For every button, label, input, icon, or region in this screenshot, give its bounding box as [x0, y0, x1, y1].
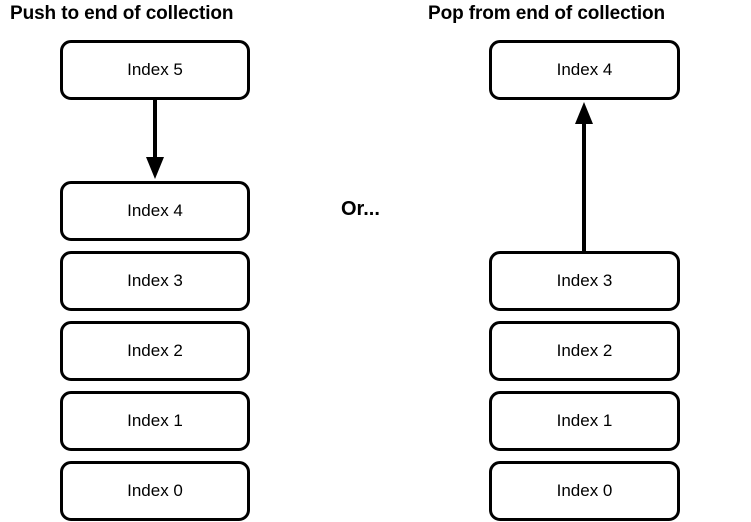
or-separator-label: Or...	[341, 198, 380, 220]
push-box-index-5-label: Index 5	[127, 60, 183, 79]
pop-box-index-3: Index 3	[489, 251, 680, 311]
pop-up-arrow	[575, 102, 593, 251]
pop-box-index-1-label: Index 1	[556, 411, 613, 430]
pop-box-index-3-label: Index 3	[556, 271, 613, 290]
pop-box-index-2: Index 2	[489, 321, 680, 381]
pop-box-index-0: Index 0	[489, 461, 680, 521]
pop-panel-heading: Pop from end of collection	[428, 3, 666, 24]
pop-box-index-1: Index 1	[489, 391, 680, 451]
push-box-index-1: Index 1	[60, 391, 250, 451]
push-box-index-5: Index 5	[60, 40, 250, 100]
push-box-index-4-label: Index 4	[127, 201, 183, 220]
push-panel-heading: Push to end of collection	[10, 3, 234, 24]
push-box-index-2: Index 2	[60, 321, 250, 381]
push-box-index-0: Index 0	[60, 461, 250, 521]
push-box-index-0-label: Index 0	[127, 481, 183, 500]
pop-box-index-4-label: Index 4	[556, 60, 613, 79]
pop-box-index-0-label: Index 0	[556, 481, 613, 500]
push-box-index-3-label: Index 3	[127, 271, 183, 290]
push-box-index-3: Index 3	[60, 251, 250, 311]
pop-box-index-2-label: Index 2	[556, 341, 613, 360]
push-down-arrow	[146, 100, 164, 179]
push-box-index-2-label: Index 2	[127, 341, 183, 360]
push-box-index-4: Index 4	[60, 181, 250, 241]
pop-box-index-4: Index 4	[489, 40, 680, 100]
push-box-index-1-label: Index 1	[127, 411, 183, 430]
